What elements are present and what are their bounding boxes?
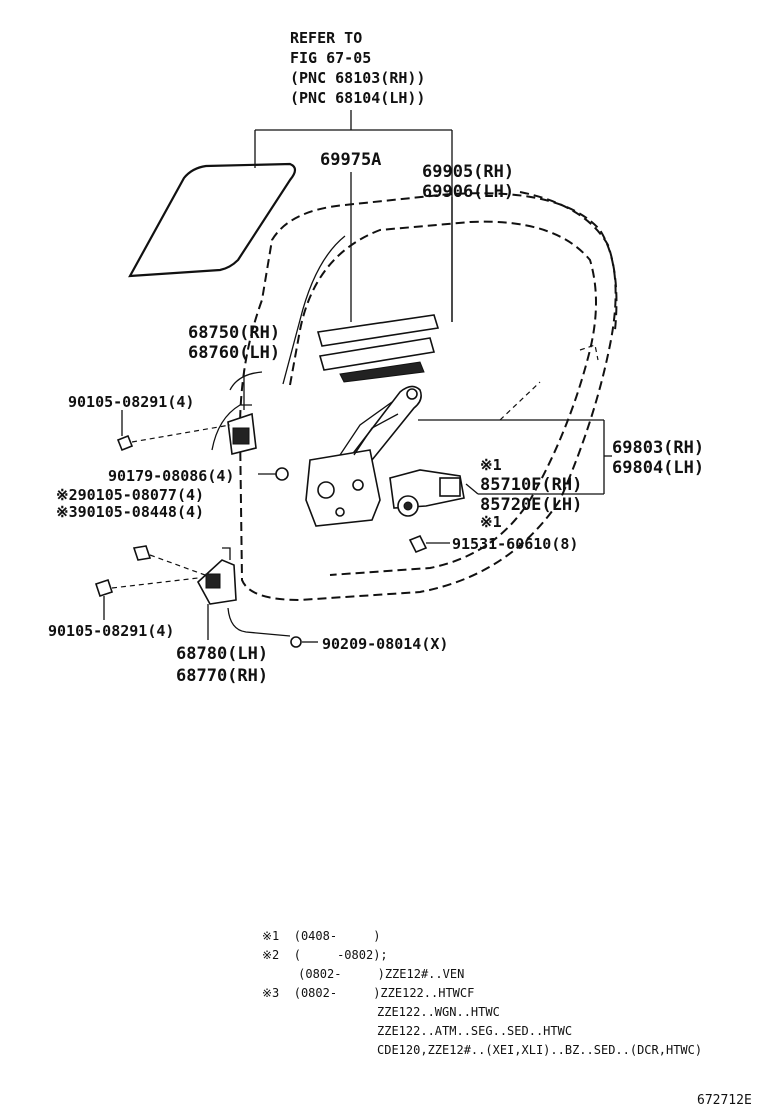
footnote-4: ※3 (0802- )ZZE122..HTWCF — [262, 986, 474, 1000]
part-label-68780: 68780(LH) — [176, 644, 268, 664]
part-mark-1a: ※1 — [480, 456, 502, 474]
bolt-90105-upper — [116, 410, 231, 452]
bolt-90105-middle — [132, 545, 206, 576]
window-regulator — [305, 385, 422, 527]
door-body-outline — [238, 191, 618, 602]
glass-run-channels — [316, 314, 440, 383]
part-mark-1b: ※1 — [480, 513, 502, 531]
refer-pnc-lh-label: (PNC 68104(LH)) — [290, 89, 425, 107]
illustration-code: 672712E — [697, 1093, 752, 1108]
regulator-motor — [389, 469, 465, 517]
door-panel-lines — [229, 235, 346, 391]
footnote-7: CDE120,ZZE12#..(XEI,XLI)..BZ..SED..(DCR,… — [377, 1043, 702, 1057]
bolt-91531 — [408, 534, 450, 554]
header-bracket — [254, 110, 453, 322]
footnote-6: ZZE122..ATM..SEG..SED..HTWC — [377, 1024, 572, 1038]
part-label-68770: 68770(RH) — [176, 666, 268, 686]
upper-hinge — [211, 370, 257, 455]
part-label-68750: 68750(RH) — [188, 323, 280, 343]
part-label-90105-08448: ※390105-08448(4) — [56, 503, 204, 521]
part-label-90105-08077: ※290105-08077(4) — [56, 486, 204, 504]
nut-90179 — [258, 467, 289, 481]
part-label-68760: 68760(LH) — [188, 343, 280, 363]
part-label-69905: 69905(RH) — [422, 162, 514, 182]
part-label-85710f: 85710F(RH) — [480, 475, 582, 495]
part-label-90209: 90209-08014(X) — [322, 635, 448, 653]
part-label-69906: 69906(LH) — [422, 182, 514, 202]
part-label-90179: 90179-08086(4) — [108, 467, 234, 485]
regulator-bracket-line — [418, 419, 612, 495]
bolt-90105-lower — [94, 577, 199, 620]
footnote-2: ※2 ( -0802); — [262, 948, 388, 962]
footnote-1: ※1 (0408- ) — [262, 929, 380, 943]
part-label-69975a: 69975A — [320, 150, 381, 170]
door-glass — [128, 162, 297, 278]
leader-lines — [451, 197, 541, 421]
part-label-90105-upper: 90105-08291(4) — [68, 393, 194, 411]
part-label-69804: 69804(LH) — [612, 458, 704, 478]
part-label-91531: 91531-60610(8) — [452, 535, 578, 553]
washer-90209 — [290, 636, 318, 648]
footnote-5: ZZE122..WGN..HTWC — [377, 1005, 500, 1019]
footnote-3: (0802- )ZZE12#..VEN — [262, 967, 464, 981]
refer-fig-label: FIG 67-05 — [290, 49, 371, 67]
refer-pnc-rh-label: (PNC 68103(RH)) — [290, 69, 425, 87]
part-label-85720e: 85720E(LH) — [480, 495, 582, 515]
part-label-90105-lower: 90105-08291(4) — [48, 622, 174, 640]
lower-hinge — [196, 547, 291, 640]
part-label-69803: 69803(RH) — [612, 438, 704, 458]
footnotes: ※1 (0408- ) ※2 ( -0802); (0802- )ZZE12#.… — [262, 929, 702, 1057]
refer-to-label: REFER TO — [290, 29, 362, 47]
